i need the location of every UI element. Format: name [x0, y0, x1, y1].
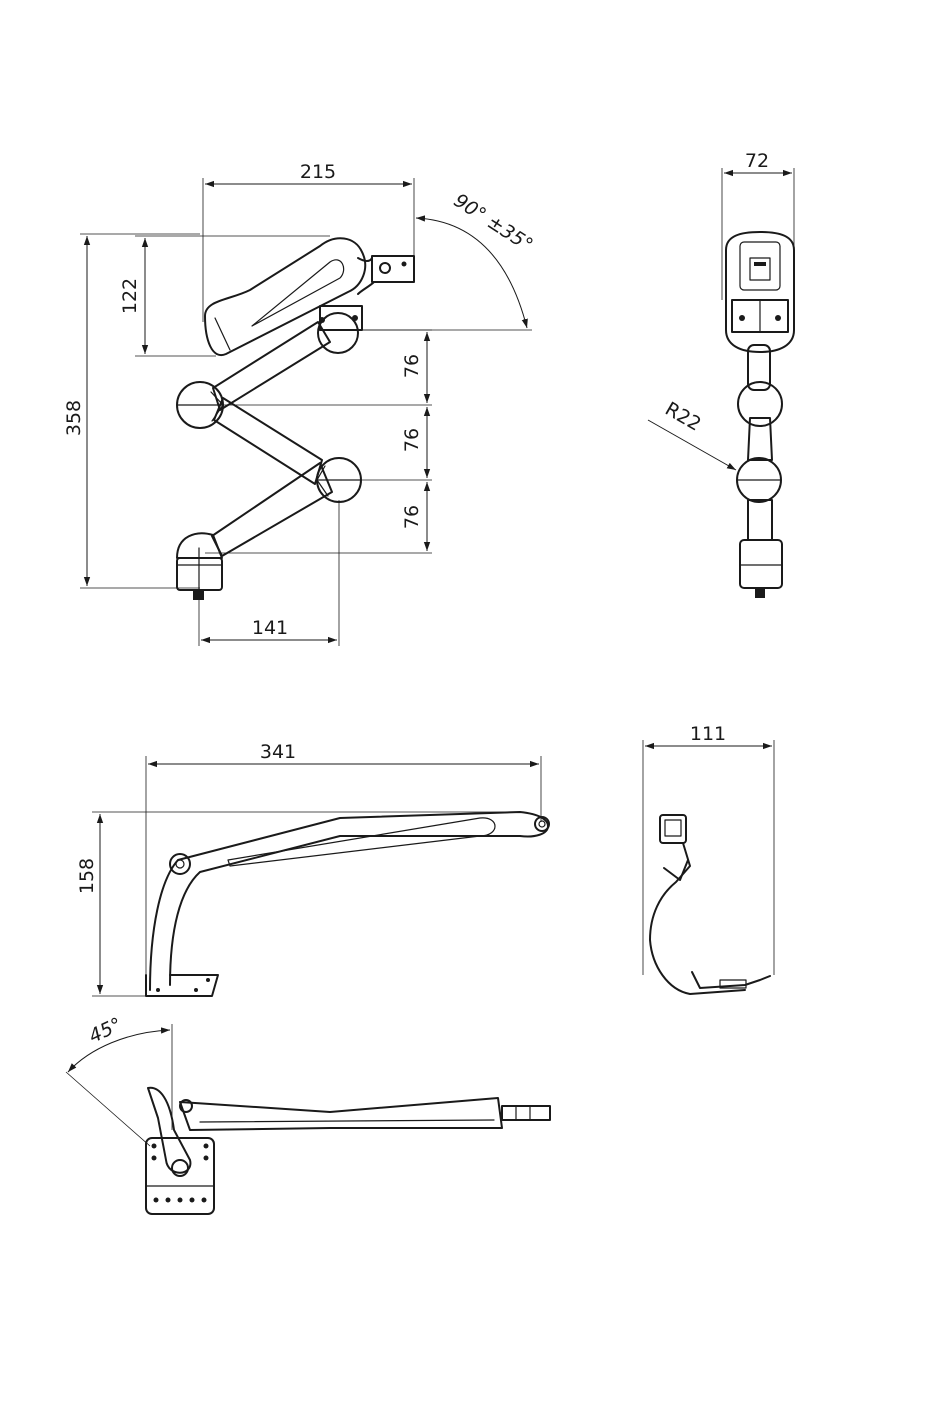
side-view: 72 R22 [648, 150, 794, 598]
head-body [205, 238, 365, 355]
dim-72-label: 72 [745, 150, 769, 172]
dim-r22-label: R22 [661, 398, 704, 436]
arm-side-body [150, 812, 548, 990]
dim-111-label: 111 [690, 723, 726, 745]
end-arm-curve [650, 843, 745, 994]
dim-angle-label: 90° ±35° [450, 189, 537, 256]
dim-141-label: 141 [252, 617, 288, 639]
dim-122-label: 122 [119, 278, 141, 314]
end-head [660, 815, 686, 843]
arm-side-view: 341 158 [76, 741, 549, 996]
arm-base-stud [193, 590, 204, 600]
side-base-stud [755, 588, 765, 598]
dimension-141: 141 [199, 500, 339, 646]
dim-158-label: 158 [76, 858, 98, 894]
dim-341-label: 341 [260, 741, 296, 763]
dim-45-label: 45° [86, 1013, 126, 1047]
curved-arm-side [146, 812, 549, 996]
dim-76-label-3: 76 [401, 505, 423, 529]
dim-76-label-2: 76 [401, 428, 423, 452]
dim-215-label: 215 [300, 161, 336, 183]
side-link-3 [748, 500, 772, 540]
dimension-72: 72 [722, 150, 794, 300]
dimension-r22: R22 [648, 398, 736, 470]
dim-76-label-1: 76 [401, 354, 423, 378]
head-clamp [372, 256, 414, 282]
arm-top-shape [146, 1088, 550, 1214]
link-middle [214, 398, 322, 484]
side-joint-1 [738, 382, 782, 426]
top-arm-beam [180, 1098, 502, 1130]
arm-side-pivot [170, 854, 190, 874]
curved-arm-end [650, 815, 770, 994]
articulated-arm-front [177, 238, 414, 600]
dim-358-label: 358 [63, 400, 85, 436]
front-view: 215 90° ±35° 122 358 [63, 161, 537, 646]
dimension-angle-45: 45° [66, 1013, 172, 1146]
dimension-111: 111 [643, 723, 774, 975]
dimension-341: 341 [146, 741, 541, 990]
side-head-housing [726, 232, 794, 352]
head-slot [252, 260, 344, 326]
dimension-215: 215 [203, 161, 414, 322]
top-arm-tip [502, 1106, 550, 1120]
arm-side-base [146, 975, 218, 996]
link-upper [213, 322, 330, 410]
dimension-angle-90: 90° ±35° [362, 189, 537, 330]
dimension-76-stack: 76 76 76 [205, 330, 432, 553]
articulated-arm-side [726, 232, 794, 598]
arm-side-slot [228, 818, 495, 866]
link-lower [212, 463, 332, 556]
side-base [740, 540, 782, 588]
arm-end-view: 111 [643, 723, 774, 994]
arm-top-view: 45° [66, 1013, 550, 1214]
